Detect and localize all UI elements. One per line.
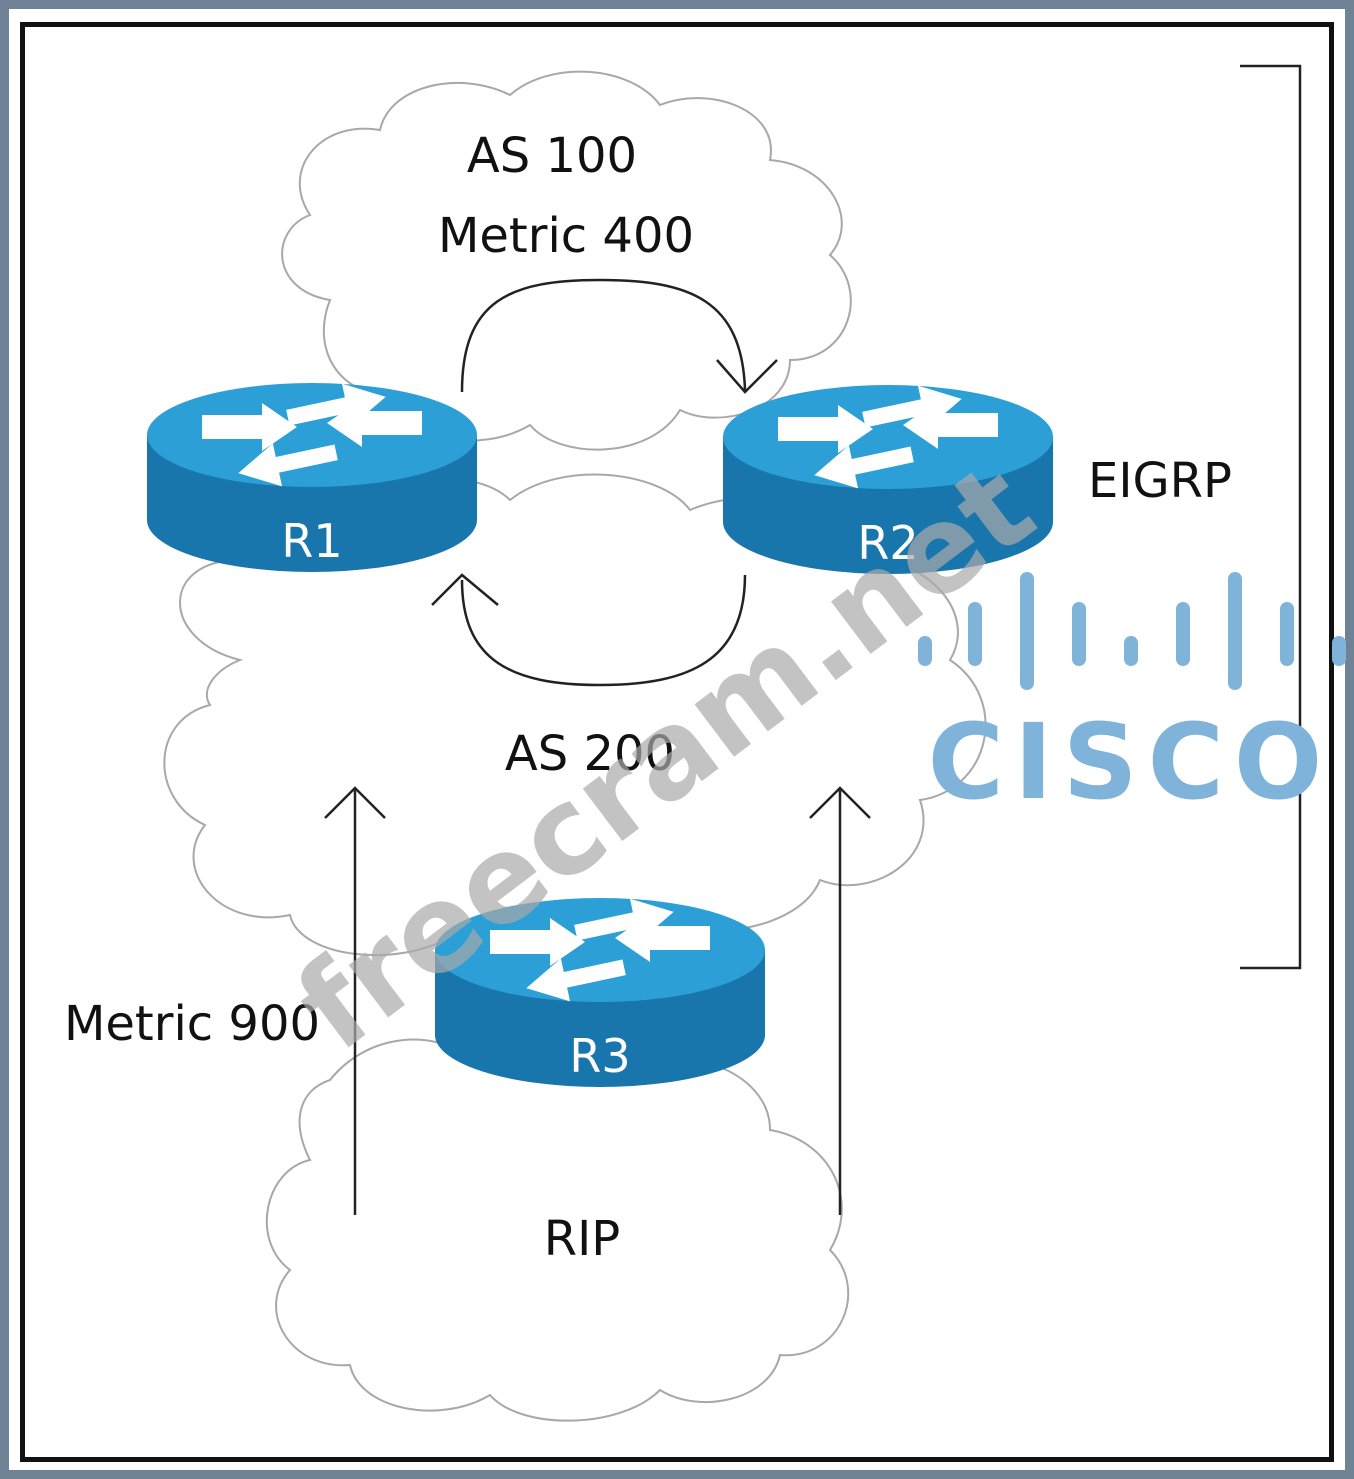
router-r1-label: R1 [281, 514, 342, 568]
rip-left-arrowhead [324, 786, 386, 819]
as100-label: AS 100 [467, 128, 637, 184]
as200-arrowhead [431, 573, 499, 606]
metric-400-label: Metric 400 [438, 208, 694, 264]
rip-label: RIP [544, 1211, 620, 1267]
router-arrows-icon [490, 898, 710, 1002]
rip-right-arrowhead [809, 786, 871, 819]
router-arrows-icon [778, 385, 998, 489]
router-r3[interactable]: R3 [435, 890, 765, 1087]
as200-arc-arrow [460, 574, 747, 687]
cisco-logo-text: CISCO [928, 701, 1333, 823]
eigrp-bracket [1240, 64, 1302, 970]
cisco-logo: CISCO [918, 572, 1346, 823]
router-arrows-icon [202, 383, 422, 487]
router-r1[interactable]: R1 [147, 375, 477, 572]
metric-900-label: Metric 900 [64, 996, 320, 1052]
as200-label: AS 200 [505, 726, 675, 782]
router-r2[interactable]: R2 [723, 377, 1053, 574]
inner-frame [20, 22, 1334, 1462]
router-r2-label: R2 [857, 516, 918, 570]
cloud-as100 [281, 70, 852, 451]
router-r3-label: R3 [569, 1029, 630, 1083]
as100-arc-arrow [460, 278, 747, 393]
as100-arrowhead [716, 359, 778, 394]
eigrp-label: EIGRP [1088, 453, 1232, 509]
